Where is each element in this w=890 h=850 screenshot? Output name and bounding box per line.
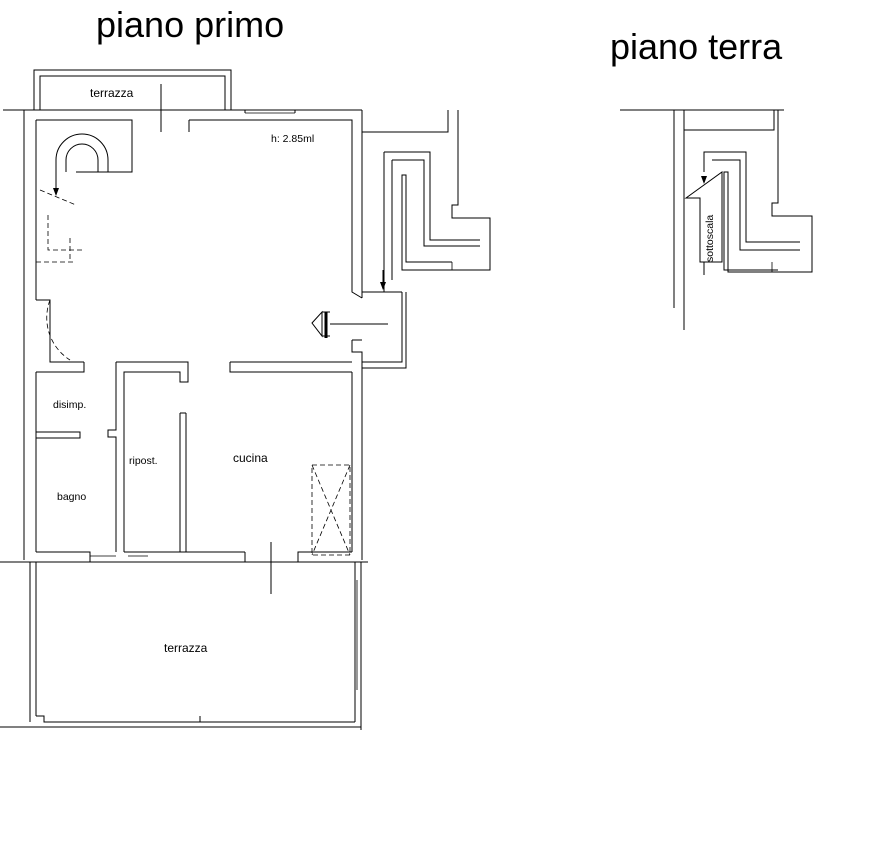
label-cucina: cucina [233, 451, 268, 465]
label-disimp: disimp. [53, 399, 86, 411]
outer-walls [0, 110, 368, 563]
label-height-note: h: 2.85ml [271, 133, 314, 145]
heater-symbol [311, 310, 388, 338]
internal-walls [35, 361, 353, 562]
label-top-terrace: terrazza [90, 86, 134, 100]
first-floor-title: piano primo [96, 4, 284, 45]
left-door [36, 299, 85, 372]
label-bagno: bagno [57, 491, 86, 503]
label-sottoscala: sottoscala [704, 215, 716, 262]
external-stair [362, 110, 491, 369]
label-ripost: ripost. [129, 455, 158, 467]
spiral-stair [36, 133, 109, 263]
label-bottom-terrace: terrazza [164, 641, 208, 655]
ground-floor-title: piano terra [610, 26, 783, 67]
bottom-terrace [0, 562, 362, 730]
ground-floor-plan: sottoscala [620, 109, 813, 330]
kitchen-hood [311, 464, 351, 556]
top-terrace [33, 69, 232, 132]
first-floor-plan: terrazza h: 2.85ml disimp. ripost. cucin… [0, 69, 491, 730]
